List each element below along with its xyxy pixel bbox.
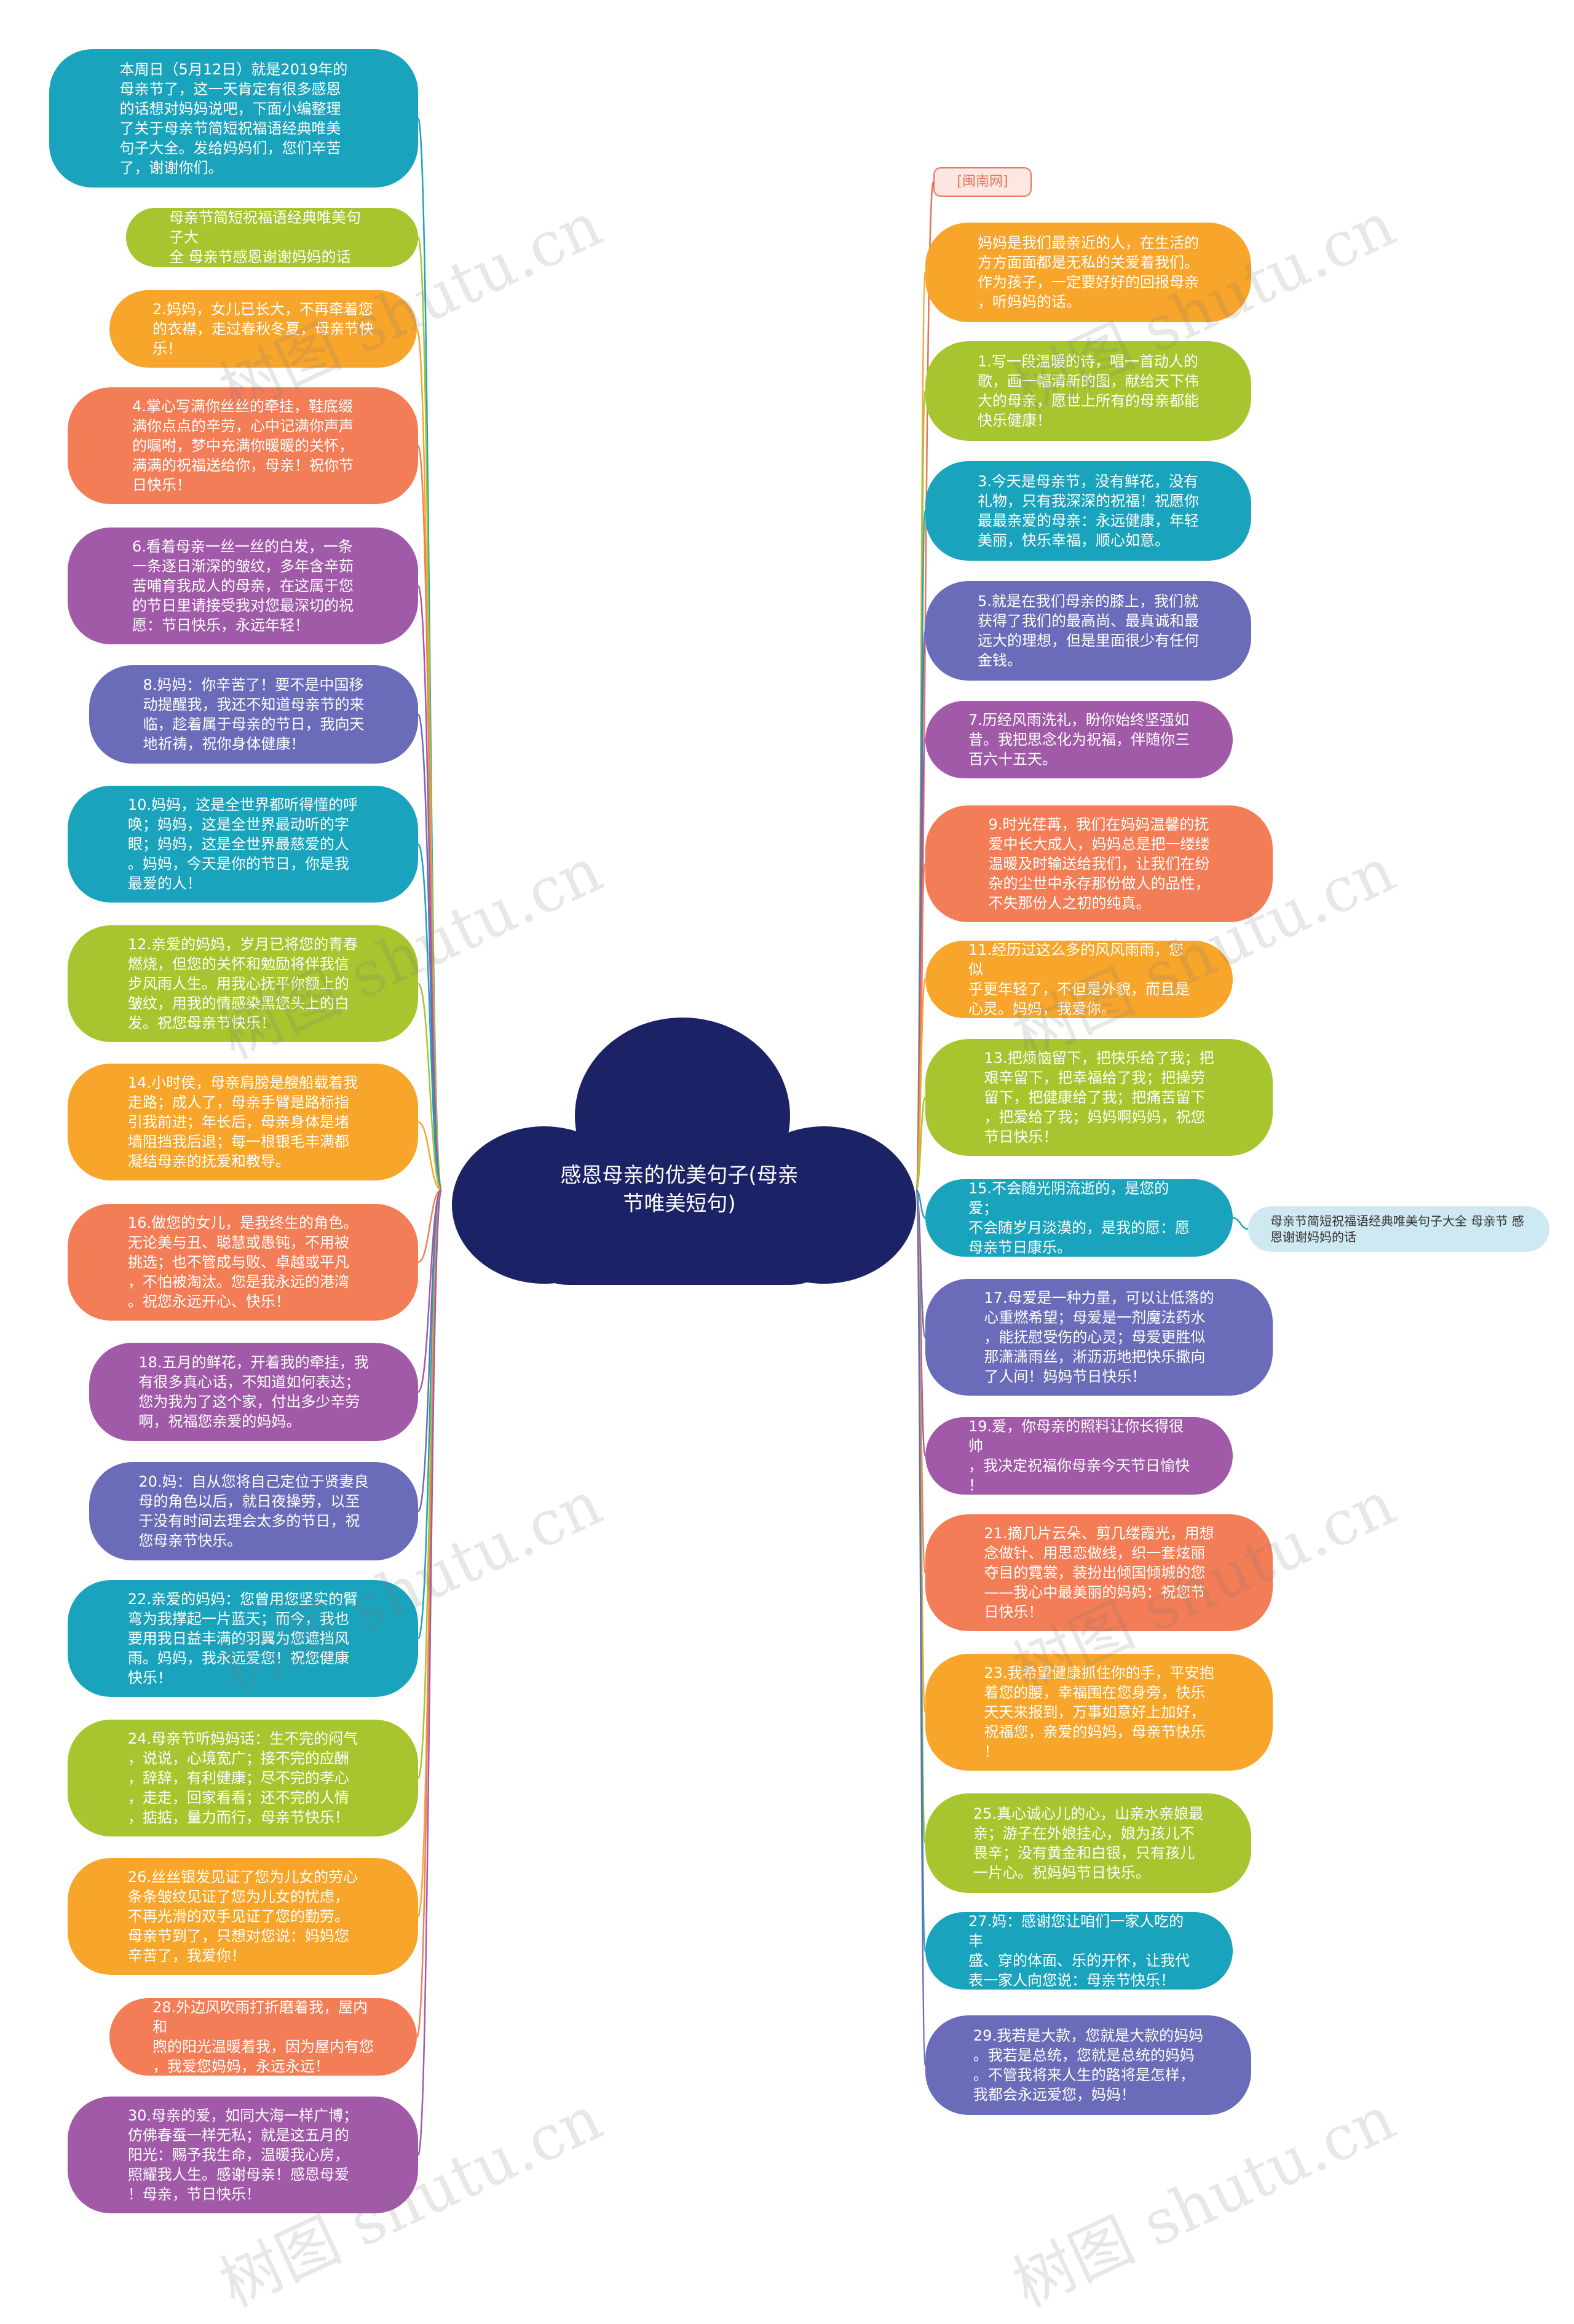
- left-branch-node[interactable]: 2.妈妈，女儿已长大，不再牵着您 的衣襟，走过春秋冬夏，母亲节快 乐！: [109, 290, 417, 368]
- left-branch-node[interactable]: 6.看着母亲一丝一丝的白发，一条 一条逐日渐深的皱纹，多年含辛茹 苦哺育我成人的…: [68, 528, 418, 644]
- source-tag[interactable]: [闽南网]: [933, 167, 1032, 197]
- right-branch-node[interactable]: 9.时光荏苒，我们在妈妈温馨的抚 爱中长大成人，妈妈总是把一缕缕 温暖及时输送给…: [925, 805, 1273, 922]
- left-branch-node[interactable]: 28.外边风吹雨打折磨着我，屋内和 煦的阳光温暖着我，因为屋内有您 ，我爱您妈妈…: [109, 1998, 417, 2076]
- right-branch-node[interactable]: 21.摘几片云朵、剪几缕霞光，用想 念做针、用思恋做线，织一套炫丽 夺目的霓裳，…: [925, 1514, 1273, 1631]
- left-connector: [417, 982, 443, 1191]
- left-branch-node[interactable]: 母亲节简短祝福语经典唯美句子大 全 母亲节感恩谢谢妈妈的话: [126, 208, 418, 267]
- left-branch-node[interactable]: 18.五月的鲜花，开着我的牵挂，我 有很多真心话，不知道如何表达； 您为我为了这…: [89, 1343, 418, 1441]
- left-branch-node[interactable]: 14.小时侯，母亲肩膀是艘船载着我 走路；成人了，母亲手臂是路标指 引我前进；年…: [68, 1064, 418, 1180]
- left-connector: [417, 843, 443, 1191]
- left-connector: [417, 1188, 442, 1263]
- right-branch-node[interactable]: 7.历经风雨洗礼，盼你始终坚强如 昔。我把思念化为祝福，伴随你三 百六十五天。: [925, 701, 1233, 778]
- left-branch-node[interactable]: 30.母亲的爱，如同大海一样广博； 仿佛春蚕一样无私；就是这五月的 阳光：赐予我…: [68, 2097, 418, 2213]
- right-branch-node[interactable]: 5.就是在我们母亲的膝上，我们就 获得了我们的最高尚、最真诚和最 远大的理想，但…: [925, 581, 1251, 681]
- left-branch-node[interactable]: 20.妈：自从您将自己定位于贤妻良 母的角色以后，就日夜操劳，以至 于没有时间去…: [89, 1462, 418, 1560]
- side-note-node[interactable]: 母亲节简短祝福语经典唯美句子大全 母亲节 感恩谢谢妈妈的话: [1248, 1206, 1549, 1252]
- left-branch-node[interactable]: 22.亲爱的妈妈：您曾用您坚实的臂 弯为我撑起一片蓝天；而今，我也 要用我日益丰…: [68, 1580, 418, 1697]
- right-branch-node[interactable]: 11.经历过这么多的风风雨雨，您似 乎更年轻了，不但是外貌，而且是 心灵。妈妈，…: [925, 941, 1233, 1018]
- left-branch-node[interactable]: 26.丝丝银发见证了您为儿女的劳心 条条皱纹见证了您为儿女的忧虑， 不再光滑的双…: [68, 1858, 418, 1975]
- left-branch-node[interactable]: 24.母亲节听妈妈话：生不完的闷气 ，说说，心境宽广；接不完的应酬 ，辞辞，有利…: [68, 1720, 418, 1836]
- right-branch-node[interactable]: 19.爱，你母亲的照料让你长得很帅 ，我决定祝福你母亲今天节日愉快 ！: [925, 1417, 1233, 1495]
- right-branch-node[interactable]: 17.母爱是一种力量，可以让低落的 心重燃希望；母爱是一剂魔法药水 ，能抚慰受伤…: [925, 1279, 1273, 1396]
- connector-lines: [416, 117, 1249, 2156]
- central-topic[interactable]: 感恩母亲的优美句子(母亲 节唯美短句): [560, 1163, 799, 1216]
- left-branch-node[interactable]: 12.亲爱的妈妈，岁月已将您的青春 燃烧，但您的关怀和勉励将伴我信 步风雨人生。…: [68, 925, 418, 1042]
- left-branch-node[interactable]: 4.掌心写满你丝丝的牵挂，鞋底缀 满你点点的辛劳，心中记满你声声 的嘱咐，梦中充…: [68, 387, 418, 504]
- left-branch-node[interactable]: 16.做您的女儿，是我终生的角色。 无论美与丑、聪慧或愚钝，不用被 挑选；也不管…: [68, 1204, 418, 1321]
- right-branch-node[interactable]: 23.我希望健康抓住你的手，平安抱 着您的腰，幸福围在您身旁，快乐 天天来报到，…: [925, 1654, 1273, 1771]
- central-cloud-shape: [452, 1018, 916, 1285]
- left-connector: [417, 1188, 443, 2156]
- right-branch-node[interactable]: 妈妈是我们最亲近的人，在生活的 方方面面都是无私的关爱着我们。 作为孩子，一定要…: [925, 223, 1251, 322]
- right-branch-node[interactable]: 25.真心诚心儿的心，山亲水亲娘最 亲；游子在外娘挂心，娘为孩儿不 畏辛；没有黄…: [925, 1793, 1251, 1893]
- left-branch-node[interactable]: 10.妈妈，这是全世界都听得懂的呼 唤；妈妈，这是全世界最动听的字 眼；妈妈，这…: [68, 786, 418, 903]
- side-note-connector: [1232, 1217, 1249, 1230]
- left-connector: [417, 1121, 442, 1191]
- left-branch-node[interactable]: 8.妈妈：你辛苦了！要不是中国移 动提醒我，我还不知道母亲节的来 临，趁着属于母…: [89, 665, 418, 764]
- right-branch-node[interactable]: 15.不会随光阴流逝的，是您的爱； 不会随岁月淡漠的，是我的愿：愿 母亲节日康乐…: [925, 1179, 1233, 1257]
- right-connector: [915, 1188, 927, 2066]
- right-branch-node[interactable]: 13.把烦恼留下，把快乐给了我；把 艰辛留下，把幸福给了我；把操劳 留下，把健康…: [925, 1039, 1273, 1156]
- right-branch-node[interactable]: 29.我若是大款，您就是大款的妈妈 。我若是总统，您就是总统的妈妈 。不管我将来…: [925, 2015, 1251, 2115]
- right-branch-node[interactable]: 27.妈：感谢您让咱们一家人吃的丰 盛、穿的体面、乐的开怀，让我代 表一家人向您…: [925, 1912, 1233, 1990]
- right-connector: [915, 1096, 927, 1191]
- right-branch-node[interactable]: 1.写一段温暖的诗，唱一首动人的 歌，画一幅清新的图，献给天下伟 大的母亲，愿世…: [925, 341, 1251, 441]
- left-branch-node[interactable]: 本周日（5月12日）就是2019年的 母亲节了，这一天肯定有很多感恩 的话想对妈…: [49, 49, 418, 188]
- right-branch-node[interactable]: 3.今天是母亲节，没有鲜花，没有 礼物，只有我深深的祝福！祝愿你 最最亲爱的母亲…: [925, 461, 1251, 561]
